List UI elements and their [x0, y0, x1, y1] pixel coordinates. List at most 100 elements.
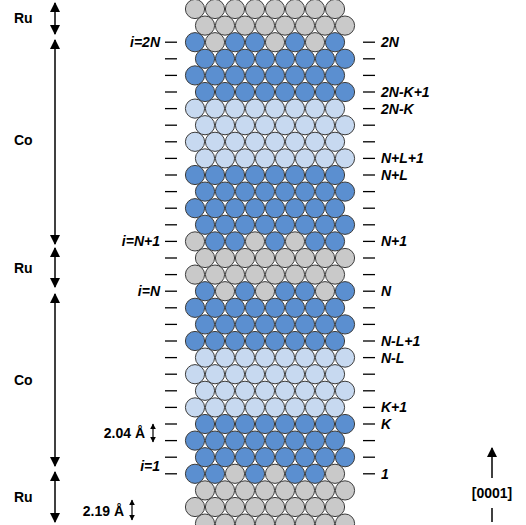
layer-tick — [165, 241, 177, 242]
layer-tick — [363, 307, 375, 308]
atom — [325, 132, 344, 151]
layer-tick — [363, 42, 375, 43]
atom — [235, 381, 254, 400]
atom — [325, 232, 344, 251]
atom — [315, 315, 334, 334]
layer-tick — [363, 407, 375, 408]
atom-layers — [185, 0, 354, 525]
atom — [305, 165, 324, 184]
layer-tick — [165, 440, 177, 441]
atom — [305, 398, 324, 417]
atom — [285, 265, 304, 284]
atom — [285, 132, 304, 151]
atom — [245, 464, 264, 483]
atom — [235, 514, 254, 525]
atom — [275, 82, 294, 101]
atom — [295, 315, 314, 334]
atom — [245, 99, 264, 118]
atom — [185, 232, 204, 251]
atom — [285, 199, 304, 218]
atom — [255, 381, 274, 400]
atom — [335, 248, 354, 267]
atom — [265, 398, 284, 417]
atom — [335, 116, 354, 135]
layer-tick — [363, 125, 375, 126]
layer-tick — [165, 291, 177, 292]
layer-tick — [165, 324, 177, 325]
atom — [195, 182, 214, 201]
atom — [265, 33, 284, 52]
spacing-dimension: 2.04 Å — [104, 426, 145, 440]
atom — [255, 348, 274, 367]
layer-tick — [363, 174, 375, 175]
layer-tick — [363, 473, 375, 474]
element-label: Ru — [14, 261, 33, 275]
layer-index: 2N-K — [381, 102, 414, 116]
atom — [295, 514, 314, 525]
atom — [255, 82, 274, 101]
atom — [185, 0, 204, 19]
atom — [325, 464, 344, 483]
atom — [305, 431, 324, 450]
atom — [275, 481, 294, 500]
atom — [235, 149, 254, 168]
atom — [225, 431, 244, 450]
atom — [205, 497, 224, 516]
atom — [185, 497, 204, 516]
atom — [205, 165, 224, 184]
atom — [245, 132, 264, 151]
atom — [255, 514, 274, 525]
atom — [275, 248, 294, 267]
atom — [285, 165, 304, 184]
layer-tick — [165, 108, 177, 109]
atom — [275, 149, 294, 168]
atom — [275, 448, 294, 467]
atom — [185, 99, 204, 118]
layer-tick — [165, 75, 177, 76]
atom — [265, 265, 284, 284]
atom — [295, 182, 314, 201]
layer-tick — [363, 224, 375, 225]
atom — [275, 414, 294, 433]
atom — [215, 315, 234, 334]
atom — [315, 448, 334, 467]
layer-tick — [363, 423, 375, 424]
atom — [295, 282, 314, 301]
layer-tick — [363, 357, 375, 358]
atom — [315, 282, 334, 301]
atom — [215, 414, 234, 433]
atom — [255, 182, 274, 201]
atom — [285, 232, 304, 251]
atom — [295, 448, 314, 467]
atom — [325, 497, 344, 516]
layer-tick — [165, 423, 177, 424]
atom — [335, 514, 354, 525]
atom — [225, 365, 244, 384]
atom — [305, 265, 324, 284]
atom — [225, 99, 244, 118]
atom — [245, 398, 264, 417]
layer-tick — [363, 291, 375, 292]
atom — [235, 116, 254, 135]
atom — [195, 448, 214, 467]
atom — [225, 66, 244, 85]
atom — [225, 331, 244, 350]
atom — [245, 497, 264, 516]
atom — [325, 398, 344, 417]
atom — [305, 66, 324, 85]
atom — [295, 215, 314, 234]
atom — [235, 448, 254, 467]
atom — [245, 365, 264, 384]
atom — [195, 248, 214, 267]
atom — [265, 298, 284, 317]
layer-tick — [363, 75, 375, 76]
layer-tick — [363, 108, 375, 109]
atom — [225, 298, 244, 317]
atom — [265, 165, 284, 184]
layer-tick — [363, 440, 375, 441]
atom — [305, 464, 324, 483]
atom — [225, 0, 244, 19]
layer-tick — [165, 407, 177, 408]
